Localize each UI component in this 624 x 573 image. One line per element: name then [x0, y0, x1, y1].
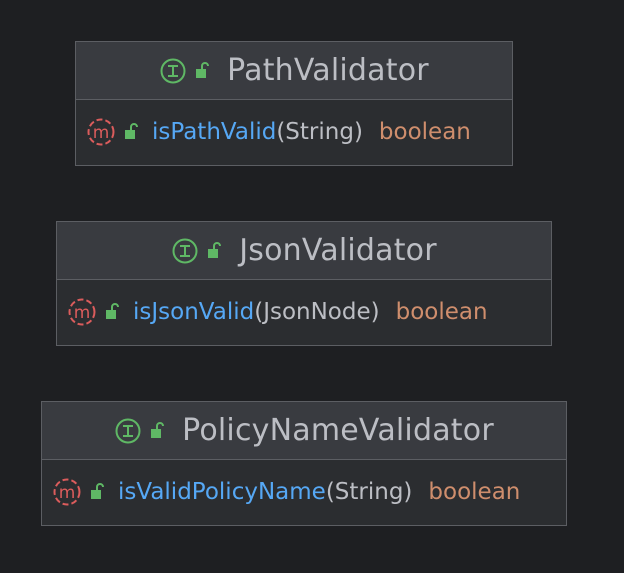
public-lock-icon [193, 61, 213, 81]
interface-icon [159, 57, 187, 85]
public-lock-icon [122, 122, 142, 142]
method-row[interactable]: m isJsonValid (JsonNode) boolean [57, 280, 551, 344]
interface-icon [171, 237, 199, 265]
class-header: JsonValidator [57, 222, 551, 280]
abstract-method-icon: m [86, 117, 116, 147]
class-node-policy-name-validator[interactable]: PolicyNameValidator m isValidPolicyName … [41, 401, 567, 526]
method-name: isJsonValid [133, 299, 255, 325]
svg-text:m: m [74, 303, 91, 323]
public-lock-icon [148, 421, 168, 441]
method-params: (String) [325, 479, 413, 505]
method-return-type: boolean [428, 479, 521, 505]
class-name: PathValidator [227, 53, 429, 88]
method-row[interactable]: m isPathValid (String) boolean [76, 100, 512, 164]
class-name: JsonValidator [239, 233, 437, 268]
class-header: PathValidator [76, 42, 512, 100]
class-node-json-validator[interactable]: JsonValidator m isJsonValid (JsonNode) b… [56, 221, 552, 346]
class-node-path-validator[interactable]: PathValidator m isPathValid (String) boo… [75, 41, 513, 166]
method-params: (JsonNode) [254, 299, 380, 325]
method-return-type: boolean [378, 119, 471, 145]
method-return-type: boolean [395, 299, 488, 325]
public-lock-icon [88, 482, 108, 502]
public-lock-icon [103, 302, 123, 322]
method-name: isPathValid [152, 119, 277, 145]
public-lock-icon [205, 241, 225, 261]
method-name: isValidPolicyName [118, 479, 326, 505]
class-header: PolicyNameValidator [42, 402, 566, 460]
svg-text:m: m [59, 483, 76, 503]
svg-text:m: m [93, 123, 110, 143]
abstract-method-icon: m [67, 297, 97, 327]
method-params: (String) [276, 119, 363, 145]
abstract-method-icon: m [52, 477, 82, 507]
interface-icon [114, 417, 142, 445]
class-name: PolicyNameValidator [182, 413, 494, 448]
method-row[interactable]: m isValidPolicyName (String) boolean [42, 460, 566, 524]
